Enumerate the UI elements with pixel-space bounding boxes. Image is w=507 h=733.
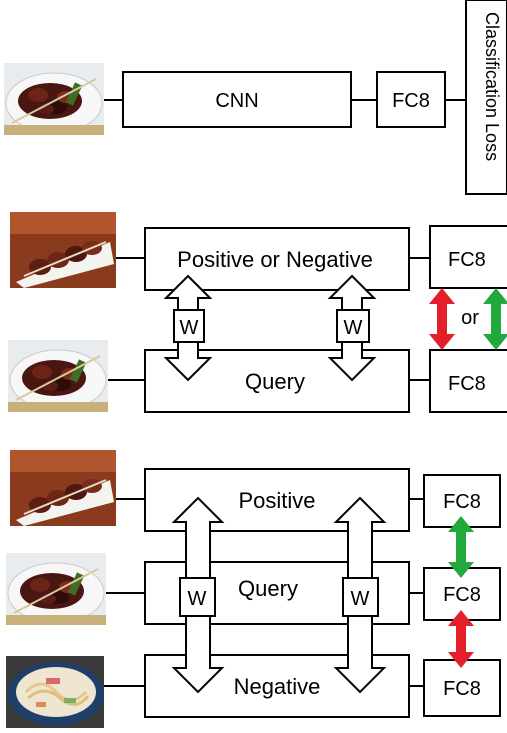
triplet-shared-weight-box-right <box>342 577 379 617</box>
fc8-query-label: FC8 <box>443 584 481 606</box>
negative-image <box>4 654 106 730</box>
positive-or-negative-image <box>9 211 117 289</box>
pairwise-query-label: Query <box>245 369 305 394</box>
negative-label: Negative <box>234 674 321 699</box>
query-food-image <box>3 62 105 136</box>
shared-weight-box-left <box>173 309 205 343</box>
fc8-positive-label: FC8 <box>443 491 481 513</box>
fc8-negative-label: FC8 <box>443 678 481 700</box>
triplet-panel: Positive Query Negative W W FC8 FC8 FC8 <box>4 449 501 730</box>
fc8-bottom-label: FC8 <box>448 373 486 395</box>
fc8-label: FC8 <box>392 90 430 112</box>
fc8-top-label: FC8 <box>448 249 486 271</box>
pairwise-panel: Positive or Negative Query W W FC8 FC8 o… <box>7 211 507 413</box>
classification-panel: CNN FC8 Classification Loss <box>3 0 507 195</box>
triplet-shared-weight-label-left: W <box>188 588 207 610</box>
triplet-shared-weight-label-right: W <box>351 588 370 610</box>
similar-arrow <box>483 288 507 350</box>
query-image <box>7 339 109 413</box>
triplet-query-image <box>5 552 107 626</box>
positive-image <box>9 449 117 527</box>
fc8-negative-box <box>423 659 501 717</box>
or-label: or <box>461 307 479 329</box>
cnn-label: CNN <box>215 90 258 112</box>
shared-weight-label-right: W <box>344 317 363 339</box>
classification-loss-label: Classification Loss <box>482 12 502 161</box>
fc8-bottom-box <box>429 349 507 413</box>
shared-weight-label-left: W <box>180 317 199 339</box>
positive-label: Positive <box>238 488 315 513</box>
positive-or-negative-label: Positive or Negative <box>177 247 373 272</box>
triplet-dissimilar-arrow <box>448 610 474 668</box>
shared-weight-box-right <box>336 309 370 343</box>
triplet-query-label: Query <box>238 576 298 601</box>
triplet-similar-arrow <box>448 516 474 578</box>
fc8-top-box <box>429 225 507 289</box>
triplet-shared-weight-box-left <box>179 577 216 617</box>
classification-loss-box <box>465 0 507 195</box>
dissimilar-arrow <box>429 288 455 350</box>
